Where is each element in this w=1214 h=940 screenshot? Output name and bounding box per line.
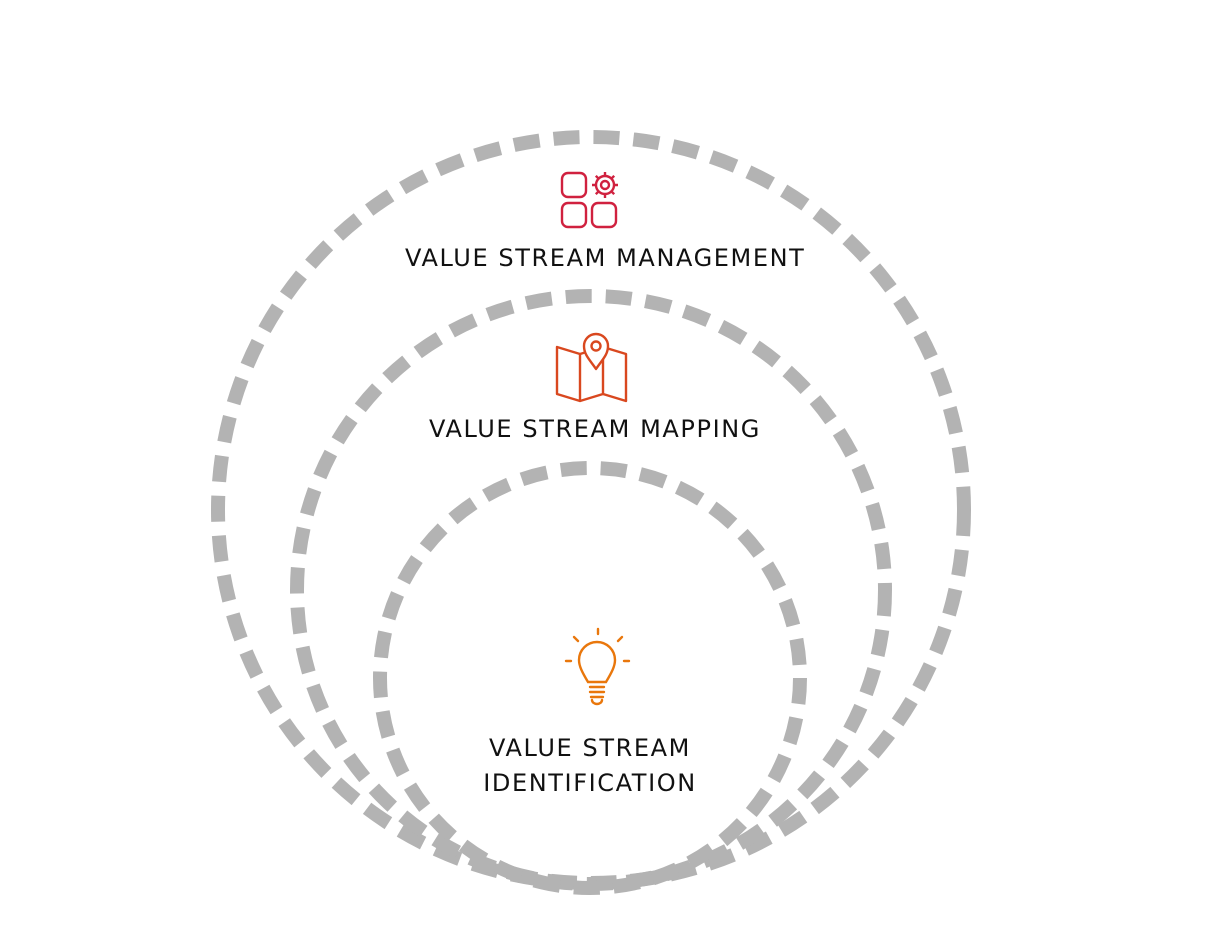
apps-gear-icon	[560, 171, 618, 229]
map-pin-icon	[555, 332, 628, 403]
label-line-1: VALUE STREAM	[489, 734, 691, 762]
label-value-stream-management: VALUE STREAM MANAGEMENT	[405, 244, 806, 272]
label-value-stream-mapping: VALUE STREAM MAPPING	[428, 415, 762, 443]
label-value-stream-identification: VALUE STREAM IDENTIFICATION	[440, 731, 740, 801]
label-line-2: IDENTIFICATION	[483, 769, 697, 797]
lightbulb-icon	[564, 627, 631, 706]
ring-inner-identification	[373, 461, 807, 895]
